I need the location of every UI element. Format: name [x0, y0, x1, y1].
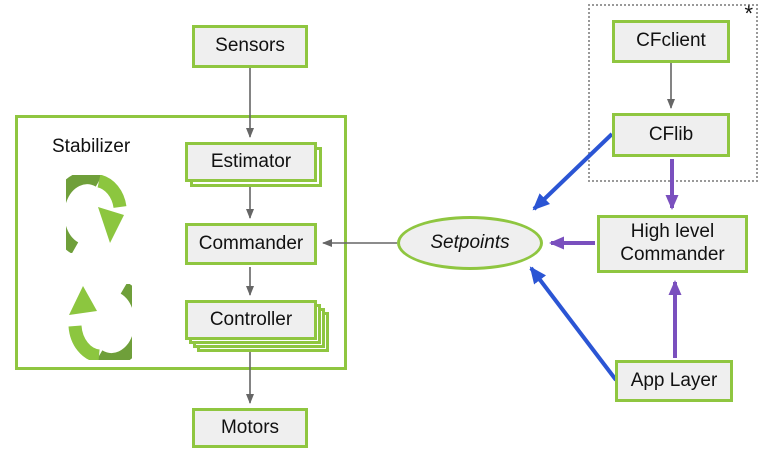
app-layer-label: App Layer: [630, 369, 718, 391]
high-level-commander-label: High level Commander: [620, 221, 725, 265]
sensors-label: Sensors: [215, 35, 285, 57]
node-setpoints: Setpoints: [397, 216, 543, 270]
controller-box: Controller: [185, 300, 317, 340]
node-high-level-commander: High level Commander: [597, 215, 748, 273]
setpoints-label: Setpoints: [430, 232, 510, 253]
node-cfclient: CFclient: [612, 20, 730, 63]
stabilizer-label: Stabilizer: [52, 136, 131, 157]
node-commander: Commander: [185, 223, 317, 265]
node-app-layer: App Layer: [615, 360, 733, 402]
motors-label: Motors: [220, 416, 280, 438]
node-motors: Motors: [192, 408, 308, 448]
estimator-box: Estimator: [185, 142, 317, 182]
node-sensors: Sensors: [192, 25, 308, 68]
node-estimator: Estimator: [185, 142, 322, 187]
footnote-marker: *: [744, 1, 753, 26]
cfclient-label: CFclient: [636, 30, 706, 52]
commander-label: Commander: [198, 232, 304, 254]
controller-label: Controller: [209, 309, 293, 330]
rotation-arrow-ccw-icon: [68, 284, 132, 360]
node-controller: Controller: [185, 300, 329, 352]
estimator-label: Estimator: [210, 151, 292, 172]
rotation-arrow-cw-icon: [66, 175, 127, 253]
edge-applayer-setpoints: [529, 266, 618, 382]
cflib-label: CFlib: [648, 123, 694, 145]
node-cflib: CFlib: [612, 113, 730, 157]
